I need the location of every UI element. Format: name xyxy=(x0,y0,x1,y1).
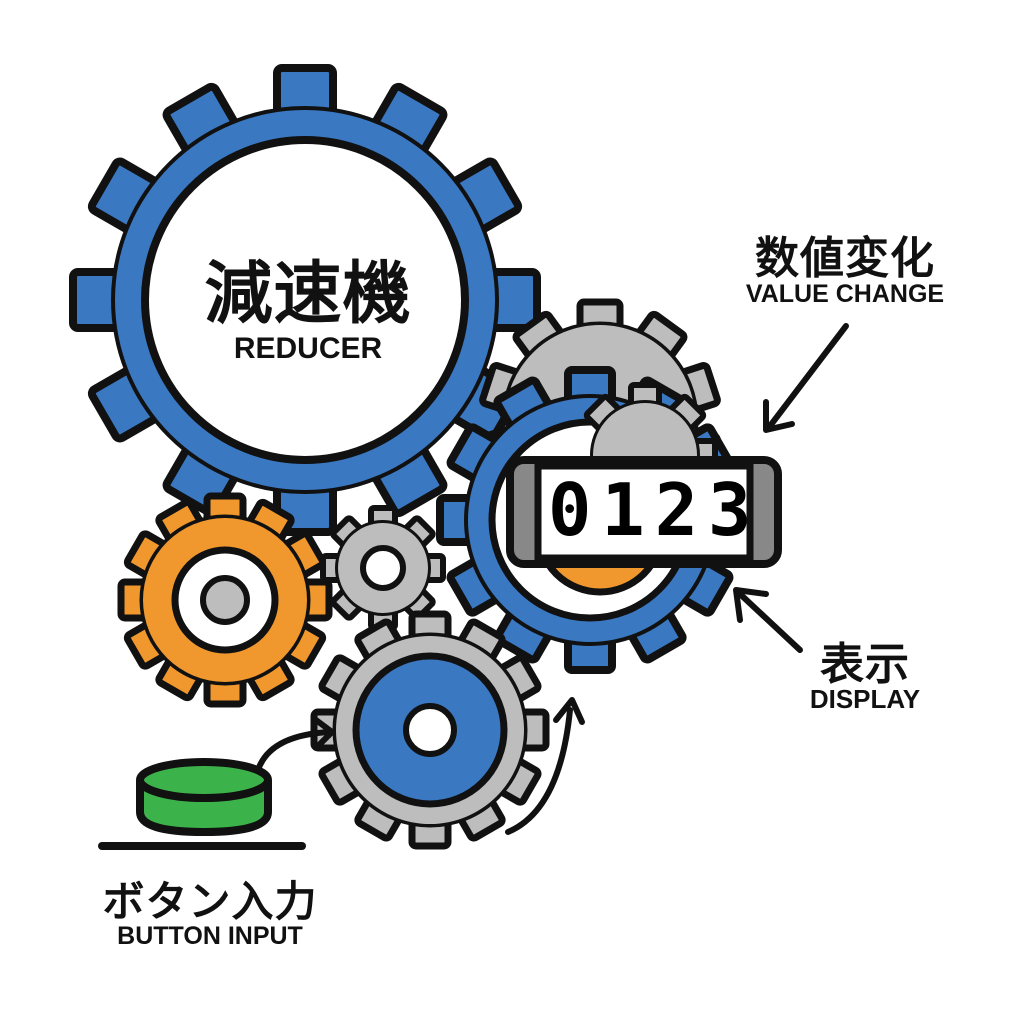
arrow-head-icon xyxy=(763,399,795,433)
button-input-label-en: BUTTON INPUT xyxy=(117,922,303,950)
counter-digits: 0123 xyxy=(548,468,762,552)
display-label-en: DISPLAY xyxy=(809,684,921,714)
orange-gear-icon xyxy=(117,492,333,708)
arrow-head-icon xyxy=(733,587,769,623)
button-input-label-jp: ボタン入力 xyxy=(102,877,318,926)
button-to-gear-arrow-icon xyxy=(255,729,333,773)
arrow-head-icon xyxy=(553,697,585,725)
input-gear-icon xyxy=(310,610,550,850)
reducer-label-jp: 減速機 xyxy=(204,255,412,334)
value-change-label-en: VALUE CHANGE xyxy=(745,280,945,308)
green-button-icon xyxy=(98,758,306,850)
small-gray-gear-icon xyxy=(320,505,446,631)
reducer-gear-icon xyxy=(69,64,541,536)
reducer-label-en: REDUCER xyxy=(233,332,383,365)
value-change-arrow-icon xyxy=(767,323,849,429)
arrow-head-icon xyxy=(313,717,335,749)
rotation-arrow-icon xyxy=(505,707,573,835)
display-label-jp: 表示 xyxy=(820,639,910,690)
value-change-label-jp: 数値変化 xyxy=(755,233,935,284)
counter-display xyxy=(506,456,782,568)
display-arrow-icon xyxy=(737,591,803,653)
